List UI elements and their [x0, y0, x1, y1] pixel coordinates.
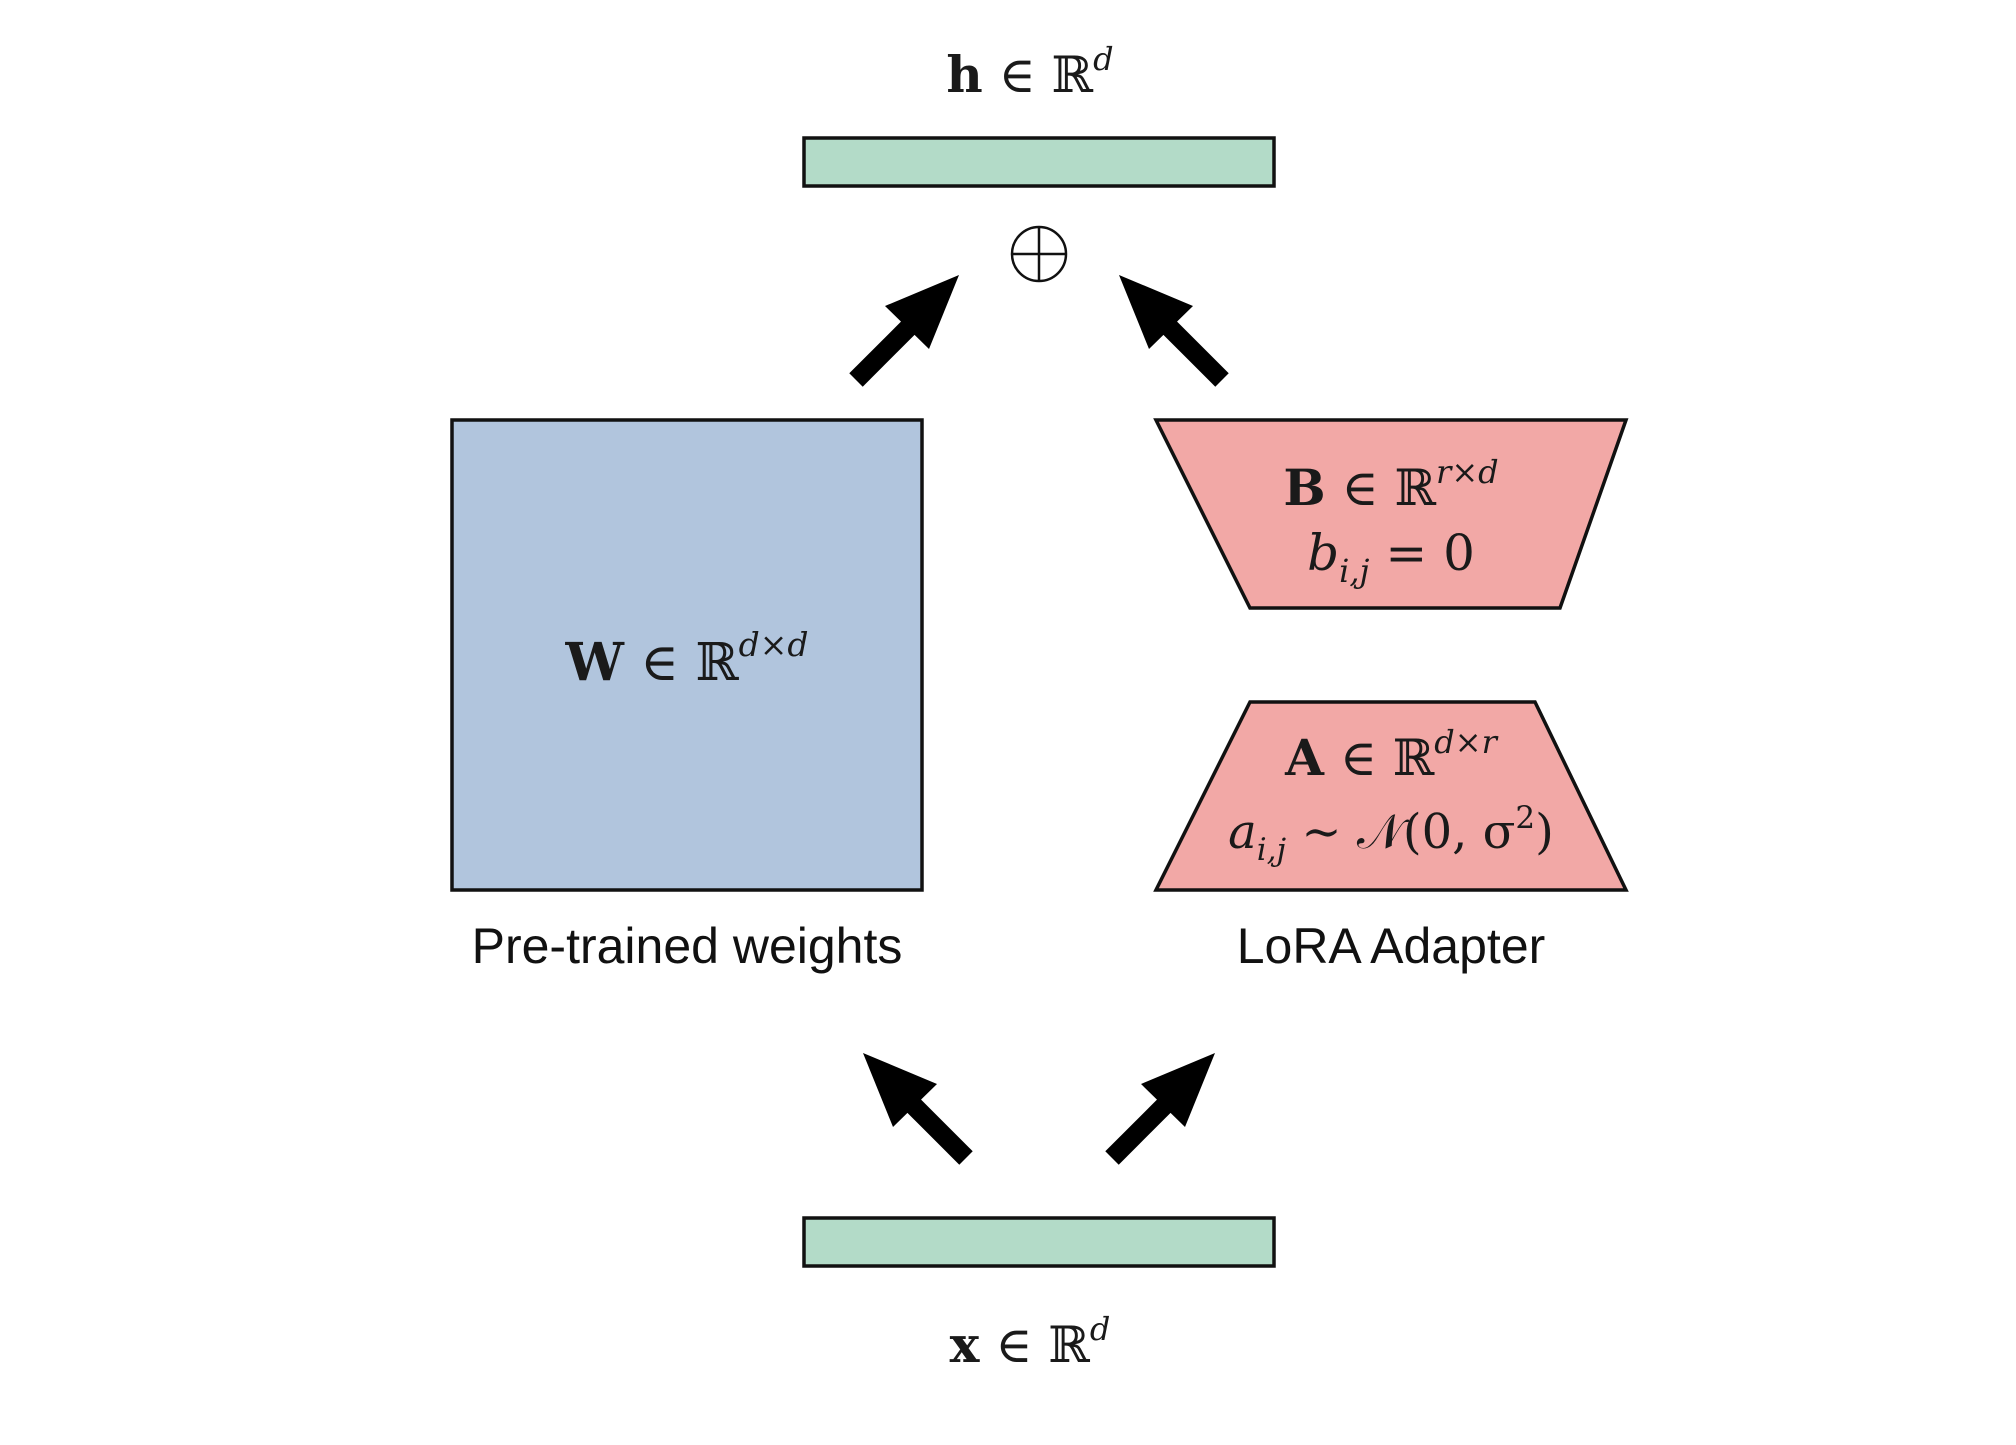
lora-adapter-caption: LoRA Adapter — [1237, 918, 1546, 974]
pretrained-weights-caption: Pre-trained weights — [472, 918, 903, 974]
output-dim: d — [1093, 40, 1113, 78]
b-init-sub: i,j — [1339, 552, 1369, 590]
w-matrix-label: W ∈ ℝd×d — [564, 625, 808, 693]
w-dim: d×d — [739, 625, 809, 664]
b-symbol: B — [1283, 458, 1325, 517]
input-symbol: x — [950, 1315, 981, 1374]
w-set: ∈ ℝ — [624, 633, 740, 693]
b-matrix-label: B ∈ ℝr×d — [1283, 453, 1498, 517]
b-set: ∈ ℝ — [1326, 459, 1437, 517]
a-dim: d×r — [1434, 723, 1498, 761]
b-init-var: b — [1307, 524, 1339, 582]
b-dim: r×d — [1436, 453, 1499, 491]
a-init-label: ai,j ∼ 𝒩(0, σ2) — [1228, 800, 1554, 868]
output-set: ∈ ℝ — [983, 46, 1094, 104]
input-set: ∈ ℝ — [979, 1316, 1090, 1374]
pretrained-weights-matrix — [450, 418, 924, 892]
a-init-var: a — [1228, 804, 1257, 860]
arrow-w-to-sum — [849, 275, 959, 387]
w-symbol: W — [564, 632, 625, 693]
arrow-input-to-lora — [1105, 1053, 1215, 1165]
a-matrix-label: A ∈ ℝd×r — [1284, 723, 1498, 787]
input-dim: d — [1090, 1310, 1110, 1348]
circle-plus-icon — [1010, 225, 1068, 283]
b-init-label: bi,j = 0 — [1307, 524, 1475, 590]
svg-text:x ∈ ℝd: x ∈ ℝd — [950, 1310, 1111, 1374]
output-vector — [802, 136, 1276, 188]
svg-text:h ∈ ℝd: h ∈ ℝd — [946, 40, 1113, 104]
arrow-lora-to-sum — [1119, 275, 1229, 387]
a-set: ∈ ℝ — [1324, 729, 1435, 787]
a-init-rest: ∼ 𝒩(0, σ — [1286, 804, 1515, 860]
arrow-input-to-w — [863, 1053, 973, 1165]
lora-a-matrix — [1153, 700, 1629, 892]
input-vector — [802, 1216, 1276, 1268]
a-symbol: A — [1284, 728, 1325, 787]
a-init-sup: 2 — [1515, 800, 1535, 836]
a-init-close: ) — [1535, 804, 1554, 860]
output-symbol: h — [946, 45, 982, 104]
a-init-sub: i,j — [1257, 832, 1287, 868]
input-label: x ∈ ℝd — [950, 1310, 1111, 1374]
lora-b-matrix — [1153, 418, 1629, 610]
output-label: h ∈ ℝd — [946, 40, 1113, 104]
b-init-rest: = 0 — [1369, 524, 1475, 582]
